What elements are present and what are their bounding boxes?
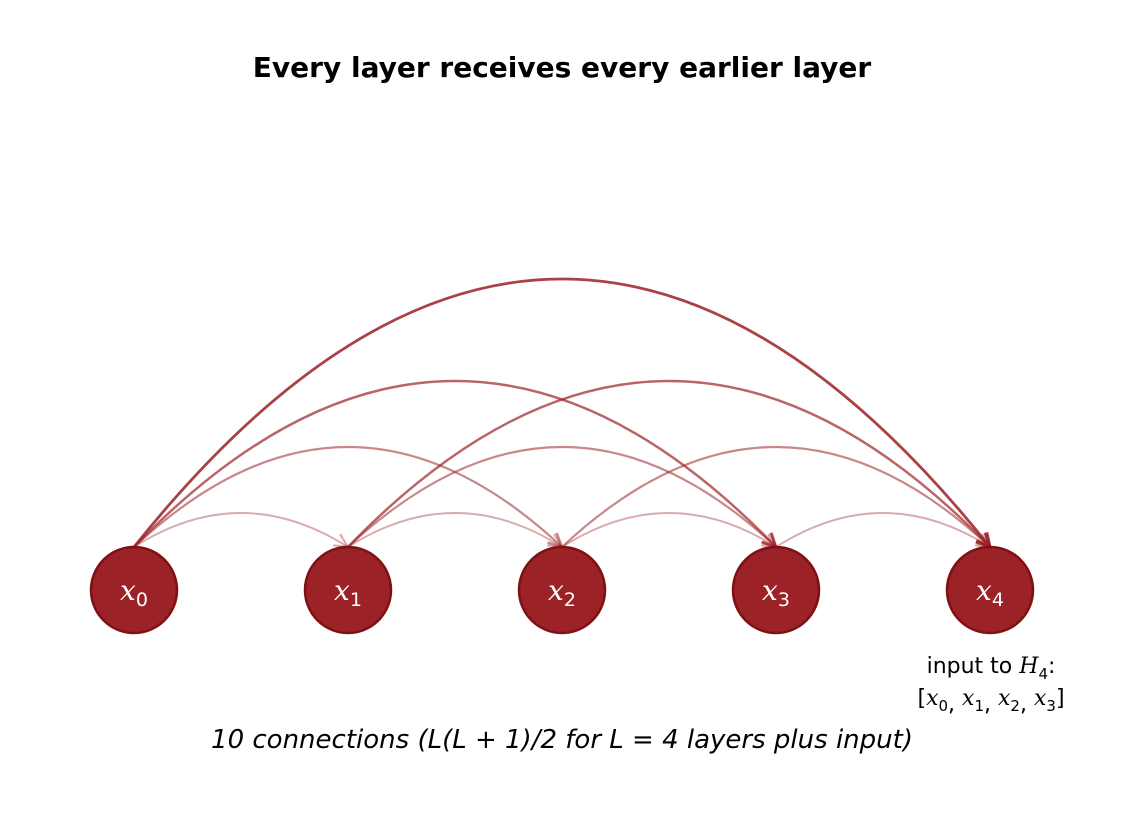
input-annotation-line2: [x0, x1, x2, x3] <box>917 686 1064 717</box>
edge-x0-to-x3 <box>133 379 779 550</box>
connection-edges <box>132 277 993 550</box>
node-x2: x2 <box>517 545 607 635</box>
node-circle <box>89 545 179 635</box>
caption: 10 connections (L(L + 1)/2 for L = 4 lay… <box>211 725 913 755</box>
node-circle <box>731 545 821 635</box>
node-circle <box>945 545 1035 635</box>
node-x0: x0 <box>89 545 179 635</box>
node-label: x0 <box>120 574 148 611</box>
node-circle <box>303 545 393 635</box>
node-circle <box>517 545 607 635</box>
edge-x0-to-x4 <box>132 277 993 550</box>
node-label: x1 <box>334 574 362 611</box>
edge-x2-to-x4 <box>561 445 993 549</box>
diagram-title: Every layer receives every earlier layer <box>253 51 872 84</box>
node-label: x4 <box>976 574 1004 611</box>
edge-x1-to-x4 <box>347 379 993 550</box>
layer-nodes: x0 x1 x2 x3 x4 <box>89 545 1035 635</box>
node-x3: x3 <box>731 545 821 635</box>
edge-x1-to-x3 <box>347 445 779 549</box>
node-label: x3 <box>762 574 790 611</box>
edge-x0-to-x2 <box>133 445 565 549</box>
node-label: x2 <box>548 574 576 611</box>
input-annotation-line1: input to H4: <box>927 654 1056 683</box>
node-x1: x1 <box>303 545 393 635</box>
node-x4: x4 <box>945 545 1035 635</box>
